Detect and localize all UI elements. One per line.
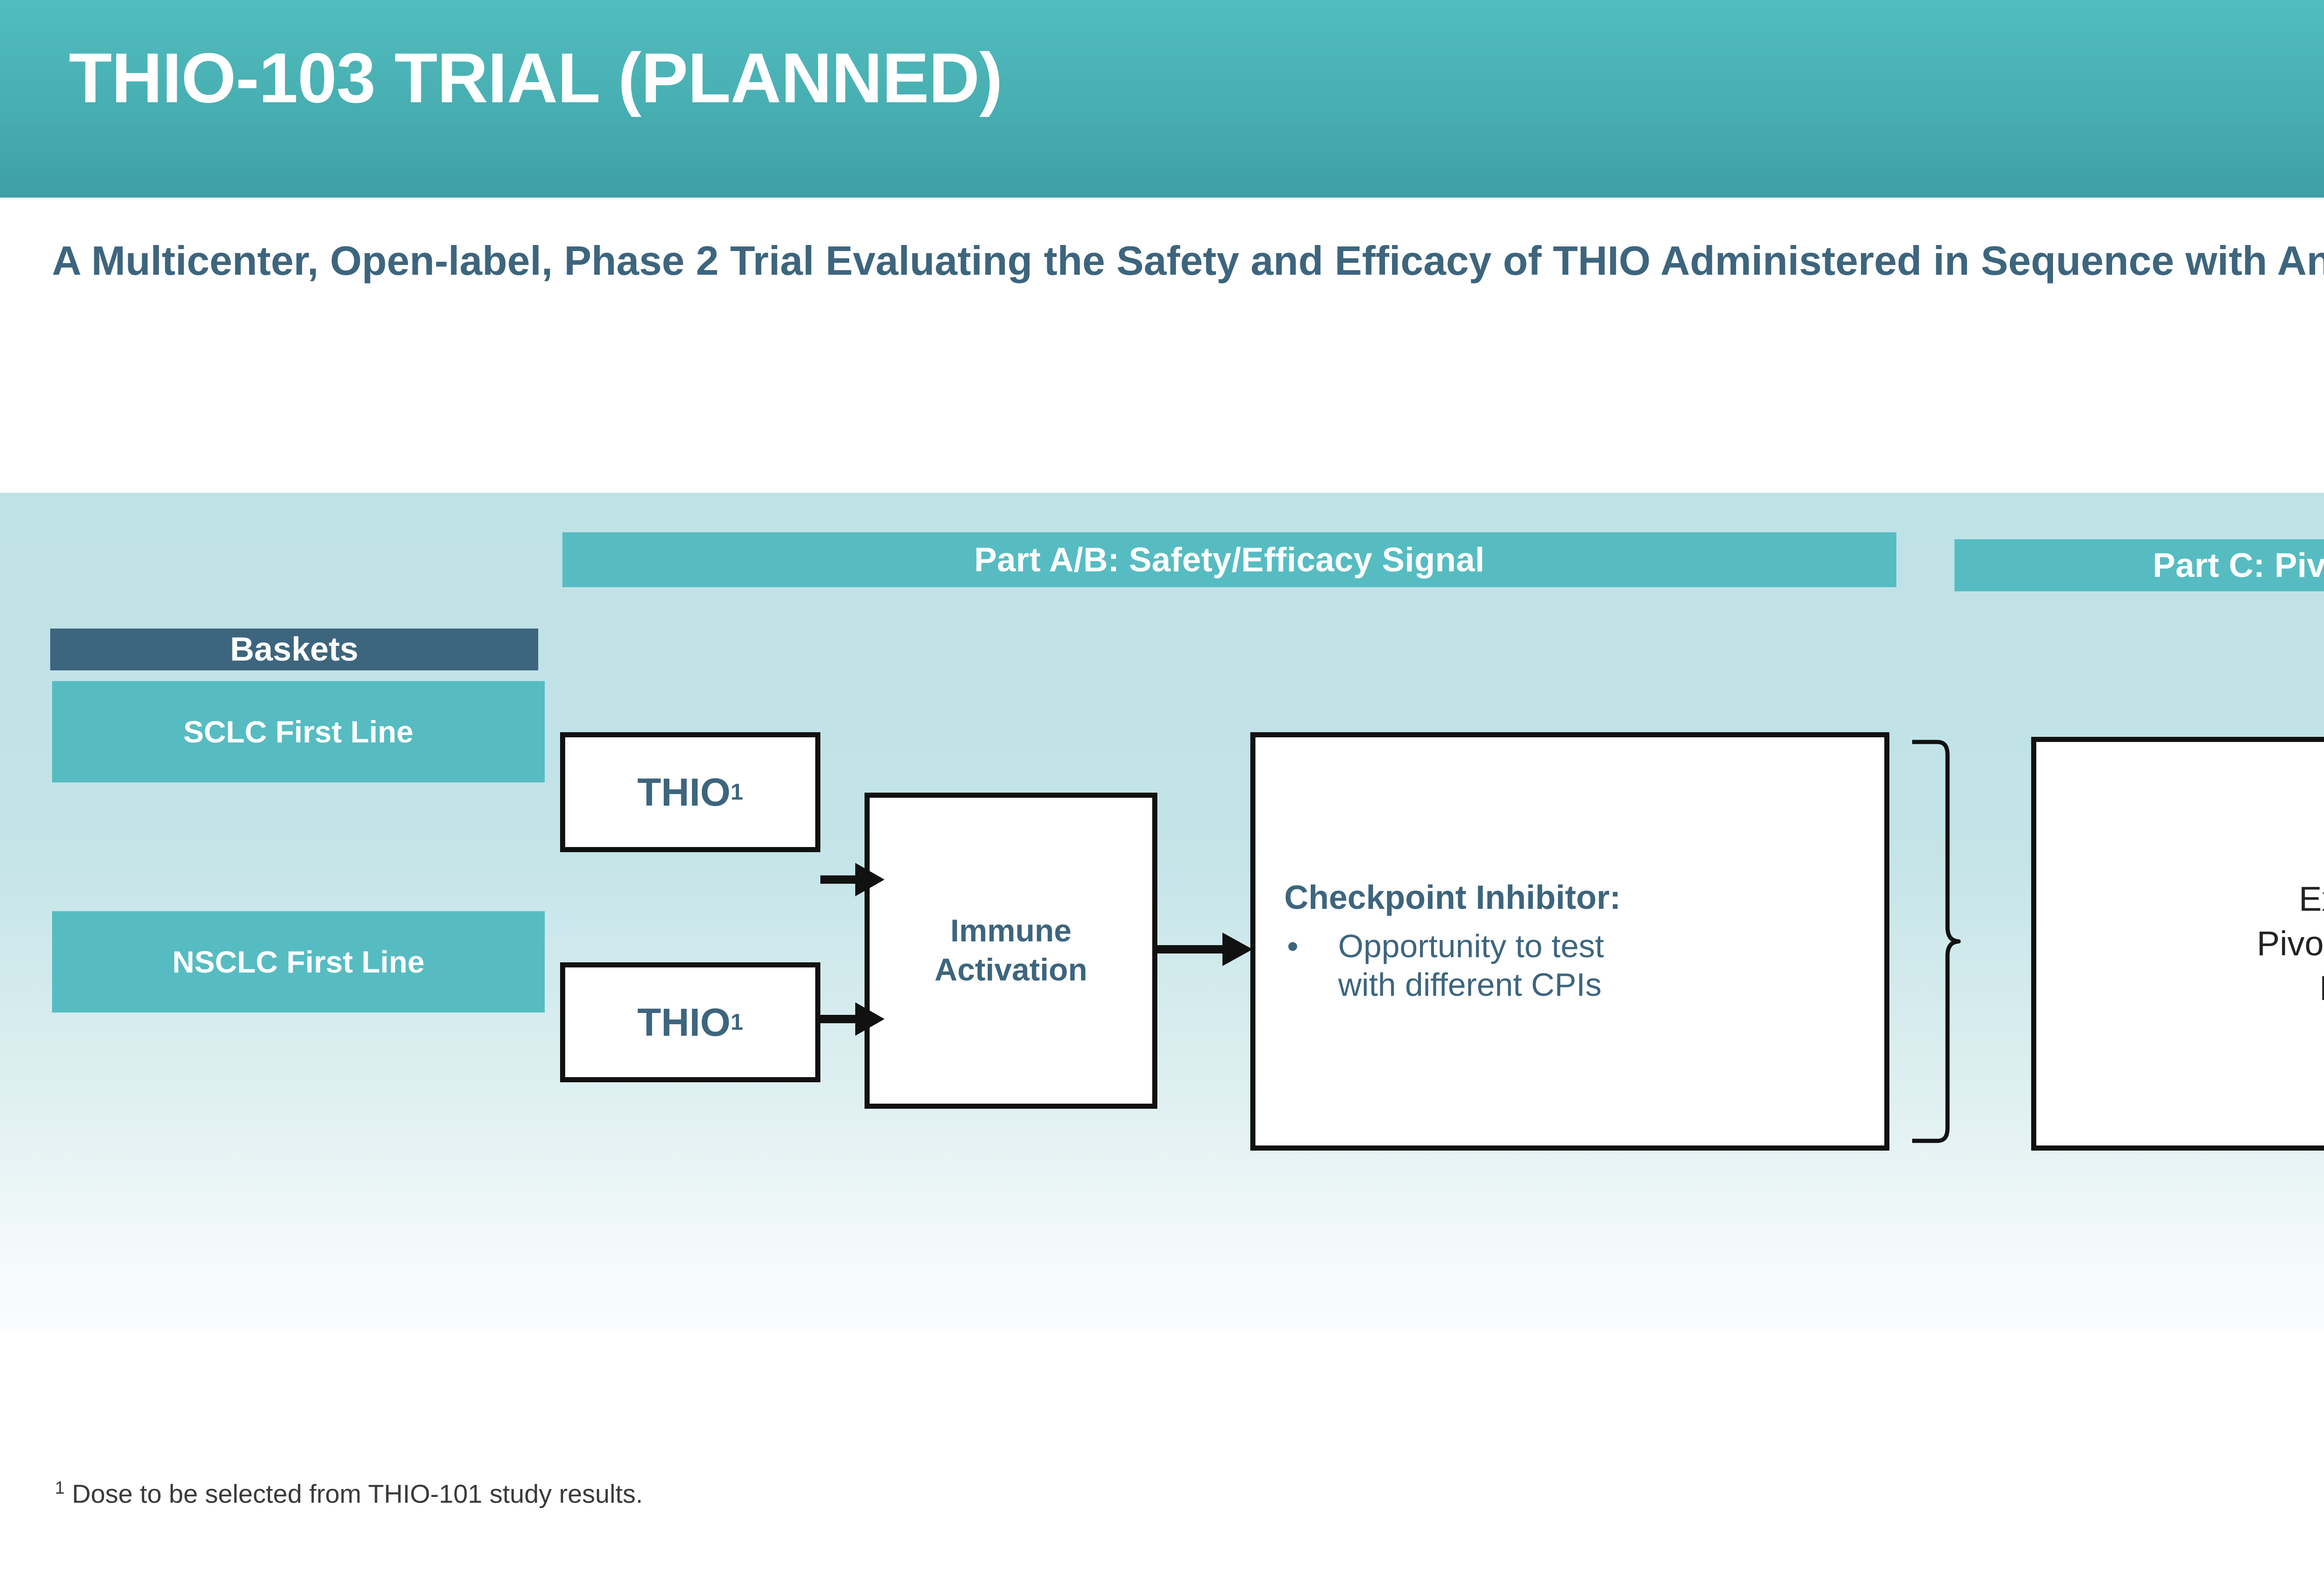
footnote: 1 Dose to be selected from THIO-101 stud… bbox=[55, 1478, 643, 1509]
cpi-title: Checkpoint Inhibitor: bbox=[1284, 879, 1621, 917]
part-ab-header: Part A/B: Safety/Efficacy Signal bbox=[562, 532, 1896, 587]
immune-activation-box: Immune Activation bbox=[865, 793, 1157, 1109]
subtitle-band: A Multicenter, Open-label, Phase 2 Trial… bbox=[0, 198, 2324, 493]
basket-nsclc-first-line: NSCLC First Line bbox=[52, 911, 545, 1013]
phase3-text: Expand to Pivotal Phase 3 N=TBD bbox=[2257, 877, 2324, 1011]
cpi-bullet-text: Opportunity to test with different CPIs bbox=[1338, 927, 1857, 1004]
thio-footnote-marker: 1 bbox=[730, 1010, 743, 1035]
bullet-dot-icon: • bbox=[1287, 928, 1299, 965]
immune-line-1: Immune bbox=[950, 913, 1072, 949]
right-curly-brace-icon bbox=[1910, 739, 1985, 1144]
cpi-bullet-row: • Opportunity to test with different CPI… bbox=[1284, 927, 1857, 1004]
header-band: THIO-103 TRIAL (PLANNED) MAIA BIOTECHNOL… bbox=[0, 0, 2324, 198]
thio-footnote-marker: 1 bbox=[730, 780, 743, 805]
phase3-line-3: N=TBD bbox=[2319, 969, 2324, 1007]
thio-label: THIO bbox=[637, 770, 731, 814]
pivotal-phase-3-box: Expand to Pivotal Phase 3 N=TBD bbox=[2031, 737, 2324, 1151]
trial-subtitle: A Multicenter, Open-label, Phase 2 Trial… bbox=[52, 238, 2324, 284]
cpi-bullet-line-1: Opportunity to test bbox=[1338, 928, 1604, 965]
part-c-header: Part C: Pivotal Phase 3 bbox=[1954, 539, 2324, 591]
footnote-text: Dose to be selected from THIO-101 study … bbox=[65, 1479, 643, 1509]
immune-line-2: Activation bbox=[934, 952, 1088, 987]
checkpoint-inhibitor-box: Checkpoint Inhibitor: • Opportunity to t… bbox=[1250, 732, 1889, 1151]
baskets-label: Baskets bbox=[50, 629, 538, 670]
page-title: THIO-103 TRIAL (PLANNED) bbox=[69, 39, 1003, 118]
basket-sclc-first-line: SCLC First Line bbox=[52, 681, 545, 782]
phase3-line-1: Expand to bbox=[2298, 879, 2324, 918]
footnote-marker: 1 bbox=[55, 1478, 65, 1498]
thio-label: THIO bbox=[637, 1000, 731, 1044]
phase3-line-2: Pivotal Phase 3 bbox=[2257, 924, 2324, 963]
cpi-bullet-line-2: with different CPIs bbox=[1338, 967, 1602, 1003]
immune-activation-text: Immune Activation bbox=[935, 912, 1088, 989]
footer-area bbox=[0, 1332, 2324, 1569]
